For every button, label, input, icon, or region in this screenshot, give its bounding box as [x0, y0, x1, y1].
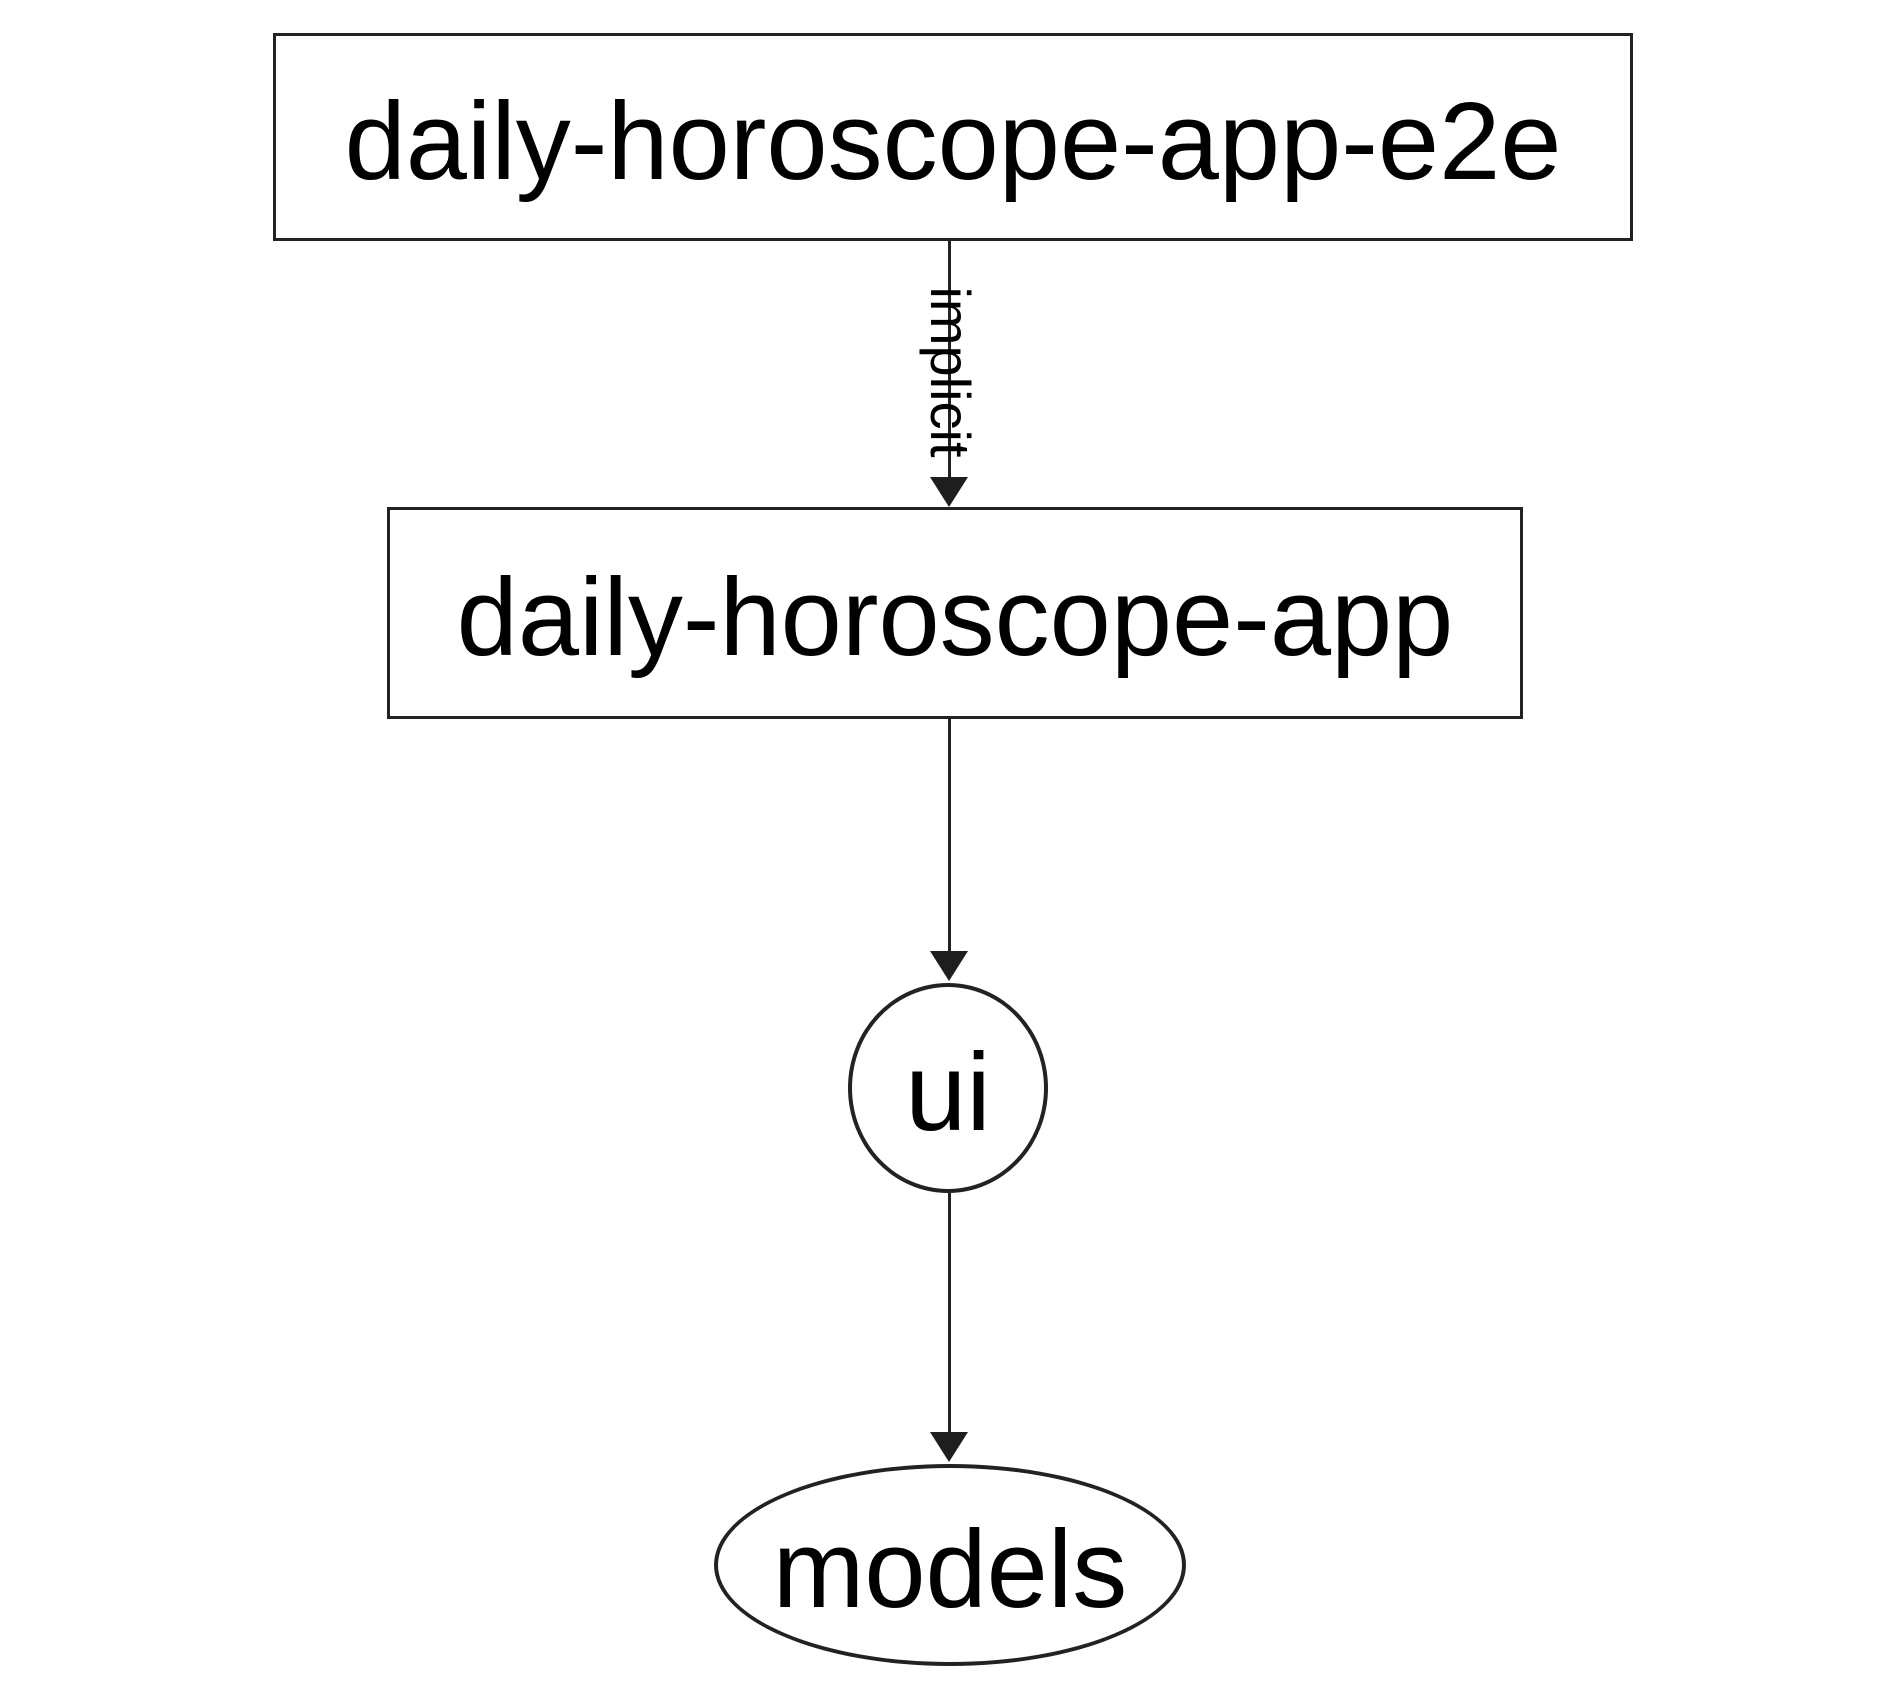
node-label: models [772, 1508, 1128, 1631]
node-models[interactable]: models [714, 1464, 1186, 1666]
node-daily-horoscope-app[interactable]: daily-horoscope-app [387, 507, 1523, 719]
node-daily-horoscope-app-e2e[interactable]: daily-horoscope-app-e2e [273, 33, 1633, 241]
node-label: daily-horoscope-app-e2e [344, 80, 1562, 203]
edge-line-e2e-to-app [948, 241, 951, 479]
node-label: daily-horoscope-app [456, 556, 1454, 679]
edge-line-app-to-ui [948, 719, 951, 954]
arrowhead-down-icon [930, 1432, 968, 1462]
edge-line-ui-to-models [948, 1193, 951, 1435]
node-label: ui [905, 1031, 991, 1154]
arrowhead-down-icon [930, 477, 968, 507]
arrowhead-down-icon [930, 951, 968, 981]
node-ui[interactable]: ui [848, 983, 1048, 1193]
edge-label-implicit: implicit [919, 286, 982, 458]
